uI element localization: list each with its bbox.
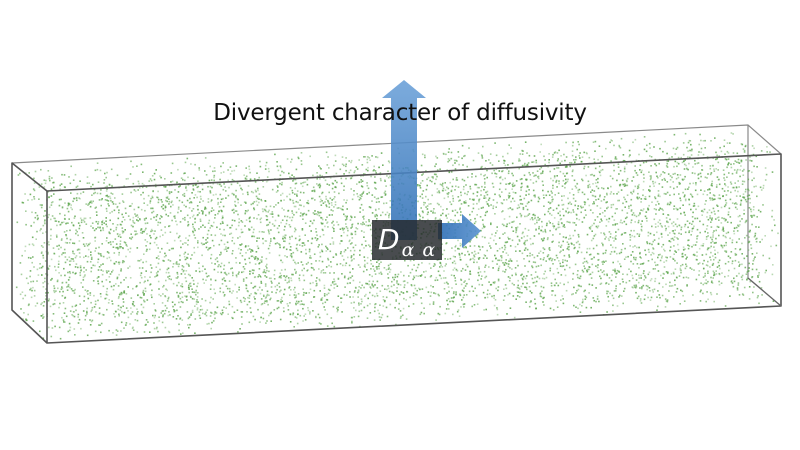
arrow-up-icon bbox=[382, 80, 426, 240]
arrow-right-icon bbox=[438, 214, 481, 248]
symbol-main: D bbox=[378, 223, 400, 256]
box-right-front-edge bbox=[747, 277, 782, 307]
diagram-caption: Divergent character of diffusivity bbox=[213, 100, 587, 126]
particle-cloud bbox=[15, 132, 779, 340]
symbol-subscript: α α bbox=[401, 239, 437, 261]
box-back-edges bbox=[11, 124, 782, 278]
